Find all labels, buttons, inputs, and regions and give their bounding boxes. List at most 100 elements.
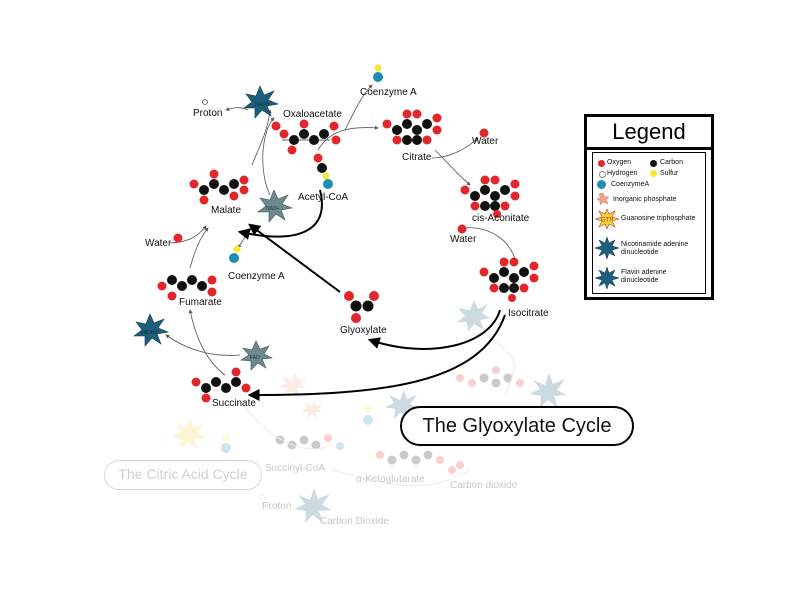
faded-label-proton: Proton [262, 501, 291, 512]
faded-proton-dot [259, 494, 265, 500]
faded-molecule-alpha-ketoglutarate [376, 450, 464, 474]
arc-succinate-to-fumarate [188, 309, 226, 376]
fad-star-bottom: FAD [240, 340, 274, 371]
faded-arc [479, 329, 515, 396]
legend-nad-icon [595, 237, 619, 259]
arc-fad-to-fadh2 [165, 334, 241, 356]
arc-aconitate-to-isocitrate [459, 227, 518, 263]
legend-coenzyme-a-label: CoenzymeA [611, 181, 650, 188]
arc-fumarate-to-malate [189, 227, 209, 269]
label-acetyl-coa: Acetyl-CoA [298, 192, 348, 203]
faded-arc-3 [239, 399, 331, 450]
legend-oxygen-label: Oxygen [607, 159, 632, 166]
legend-carbon-label: Carbon [660, 159, 683, 166]
faded-label-carbon-dioxide-2: Carbon Dioxide [320, 516, 389, 527]
faded-label-succinyl-coa: Succinyl-CoA [265, 463, 325, 474]
label-coenzyme-a-top: Coenzyme A [360, 87, 417, 98]
molecule-coenzyme-a-top [373, 64, 383, 82]
faded-star-1 [457, 300, 490, 332]
arc-oxaloacetate-to-citrate [317, 125, 379, 151]
label-coenzyme-a-mid: Coenzyme A [228, 271, 285, 282]
label-malate: Malate [211, 205, 241, 216]
arc-proton [225, 107, 249, 111]
legend-hydrogen-dot [599, 171, 606, 178]
nadh-star-top-text: NADH [255, 102, 270, 108]
faded-sulfur-2 [364, 406, 372, 414]
arc-coa-release [344, 84, 373, 131]
faded-citric-acid-background [171, 300, 567, 523]
diagram-title: The Glyoxylate Cycle [400, 406, 634, 446]
molecule-acetyl-coa [313, 153, 333, 189]
legend-coenzyme-a-dot [597, 180, 606, 189]
arrow-isocitrate-to-succinate [247, 314, 506, 401]
faded-molecule-ketoglutarate-region [456, 366, 524, 388]
faded-label-alpha-ketoglutarate: α-Ketoglutarate [356, 474, 425, 485]
glyoxylate-arrows [237, 189, 506, 401]
molecule-succinate [191, 367, 251, 403]
faded-phosphate-star-2 [302, 400, 322, 418]
faded-star-3 [385, 390, 418, 419]
legend-gtp-icon: GTP [595, 209, 619, 229]
label-citrate: Citrate [402, 152, 432, 163]
label-cis-aconitate: cis-Aconitate [472, 213, 530, 224]
molecule-glyoxylate [344, 291, 379, 323]
nadh-star-top: NADH [243, 85, 280, 119]
faded-coa-2 [363, 415, 373, 425]
arrow-glyoxylate-to-malate [248, 223, 341, 293]
legend-hydrogen-label: Hydrogen [607, 170, 638, 177]
arc-coa-release-mid [237, 224, 256, 249]
molecule-isocitrate [479, 257, 539, 302]
arc-water-release-citrate [431, 137, 479, 159]
faded-star-2 [529, 373, 567, 408]
label-water-aconitate: Water [450, 234, 477, 245]
arrow-isocitrate-to-glyoxylate [367, 309, 501, 350]
arc-water-to-malate [169, 225, 207, 244]
molecule-water-citrate [479, 128, 489, 138]
molecule-water-fumarate [173, 233, 183, 243]
label-fumarate: Fumarate [179, 297, 222, 308]
molecule-oxaloacetate [271, 119, 341, 155]
label-isocitrate: Isocitrate [508, 308, 549, 319]
molecule-malate [189, 169, 249, 205]
nad-star-mid: NAD+ [257, 189, 294, 223]
faded-gtp-star [171, 418, 205, 449]
proton-dot [202, 99, 208, 105]
faded-star-4 [294, 488, 332, 523]
label-water-fumarate: Water [145, 238, 172, 249]
arc-nad-to-nadh [262, 117, 275, 196]
legend-sulfur-dot [650, 170, 657, 177]
label-water-citrate: Water [472, 136, 499, 147]
legend-gtp-label: Guanosine triphosphate [621, 215, 696, 222]
legend: Legend Oxygen Carbon Hydrogen Sulfur Coe… [584, 114, 714, 300]
arc-citrate-to-aconitate [434, 149, 471, 186]
legend-phosphate-label: Inorganic phosphate [613, 196, 677, 203]
label-oxaloacetate: Oxaloacetate [283, 109, 342, 120]
faded-coa-1 [221, 443, 231, 453]
molecule-citrate [382, 109, 442, 145]
legend-oxygen-dot [598, 160, 605, 167]
reaction-arcs [165, 84, 518, 376]
legend-fad-label: Flavin adenine dinucleotide [621, 269, 667, 284]
label-succinate: Succinate [212, 398, 256, 409]
label-glyoxylate: Glyoxylate [340, 325, 387, 336]
legend-phosphate-icon [597, 193, 609, 205]
faded-sulfur-1 [222, 434, 230, 442]
legend-carbon-dot [650, 160, 657, 167]
legend-fad-icon [595, 267, 619, 289]
nad-star-mid-text: NAD+ [266, 206, 280, 212]
faded-label-carbon-dioxide-1: Carbon dioxide [450, 480, 518, 491]
molecule-cis-aconitate [460, 175, 520, 218]
fadh2-star-left-text: FADH2 [141, 330, 157, 336]
fad-star-bottom-text: FAD [250, 355, 260, 361]
legend-title: Legend [587, 117, 711, 150]
faded-molecule-succinyl-coa [275, 434, 344, 450]
faded-phosphate-star-1 [279, 372, 306, 396]
molecule-coenzyme-a-mid [229, 245, 241, 263]
label-proton: Proton [193, 108, 222, 119]
faded-citric-acid-title: The Citric Acid Cycle [104, 460, 262, 490]
molecule-fumarate [157, 275, 217, 301]
molecule-water-aconitate [457, 224, 467, 234]
legend-inner: Oxygen Carbon Hydrogen Sulfur CoenzymeA … [592, 152, 706, 294]
faded-arc-2 [329, 469, 471, 487]
